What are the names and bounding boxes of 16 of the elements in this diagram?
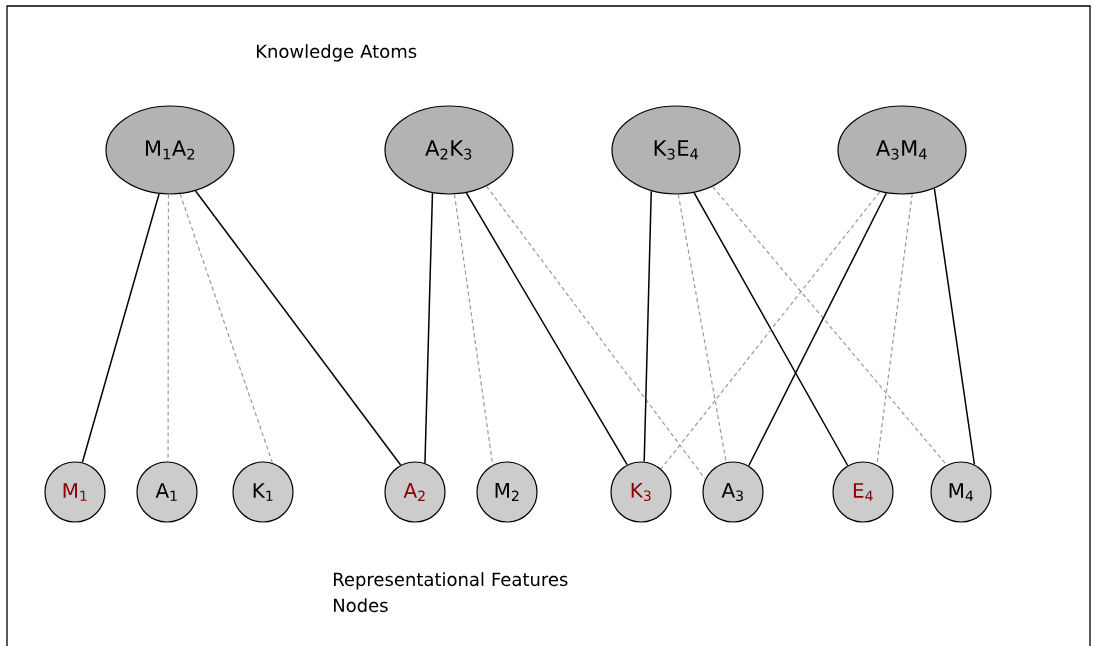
connector-line [179,193,274,464]
connector-line [465,192,628,466]
connector-line [194,190,402,466]
group-label: Representational Features Nodes [334,572,568,613]
connector-line [167,194,170,463]
connector-line [712,186,948,466]
group-label: Knowledge Atoms [256,44,417,62]
connector-line [424,192,434,464]
connector-line [81,193,160,464]
connector-line [485,185,706,480]
connector-line [643,190,652,463]
connector-line [933,187,976,466]
connector-line [748,192,887,467]
connector-line [693,192,849,467]
connector-line [453,193,494,466]
connector-line [660,191,881,470]
